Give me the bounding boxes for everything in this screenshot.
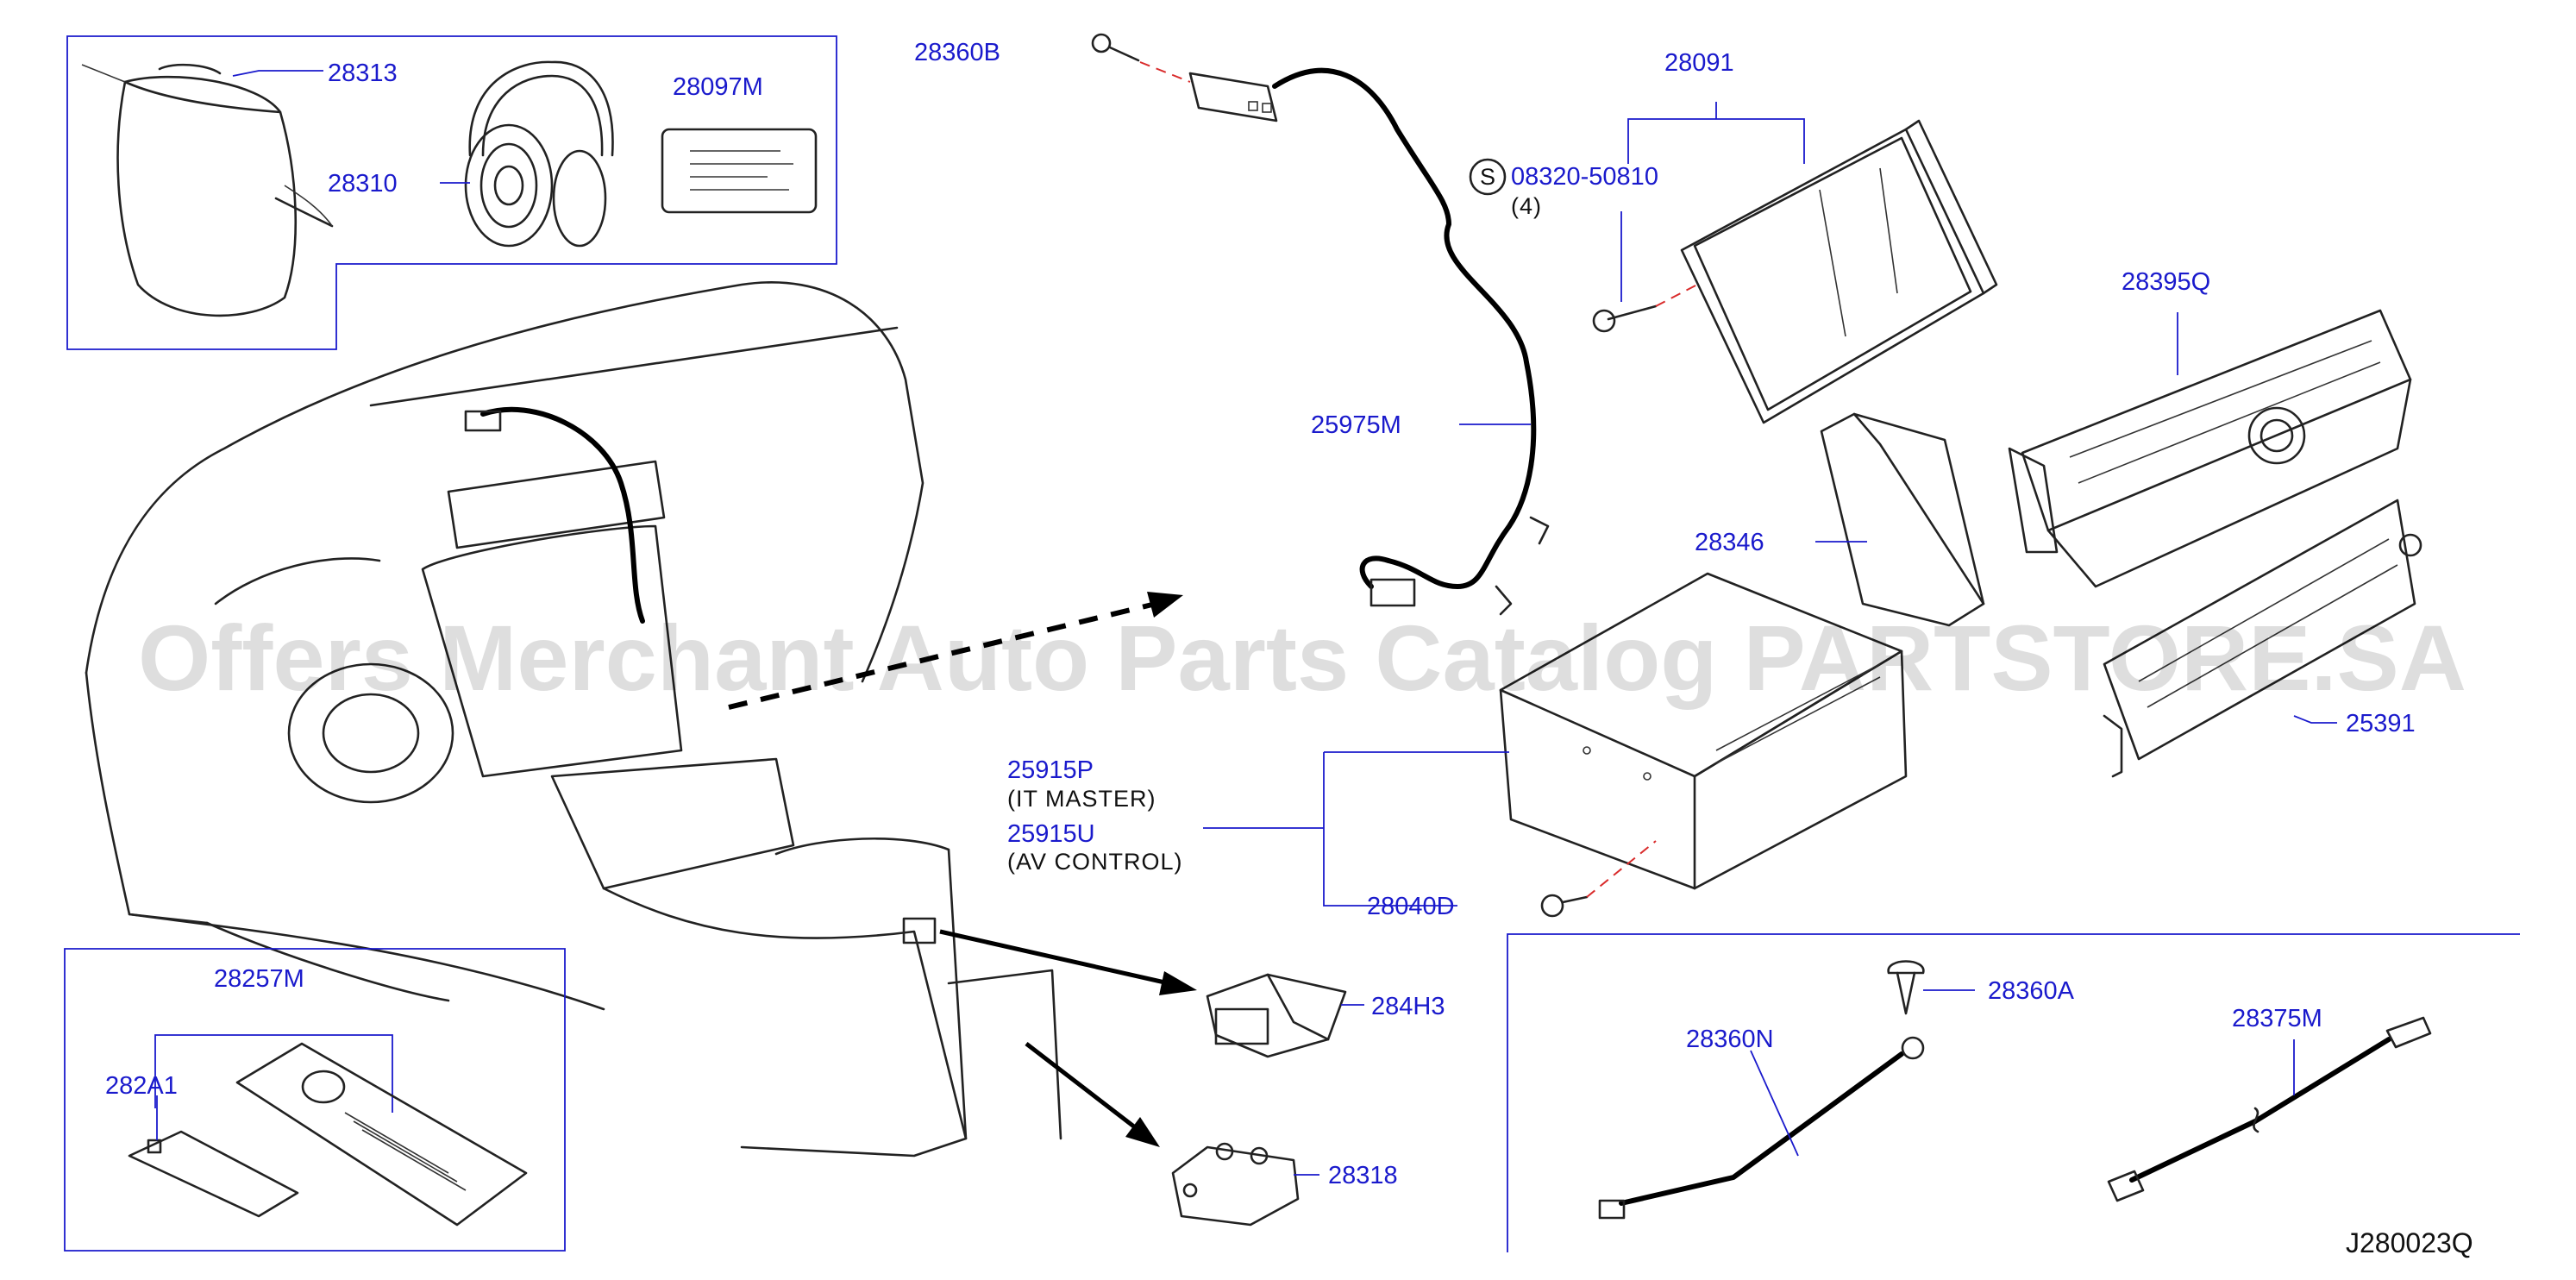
label-28097M: 28097M: [673, 73, 763, 101]
label-28360A: 28360A: [1988, 977, 2075, 1005]
label-28318: 28318: [1328, 1162, 1398, 1189]
cable-28375M-plug-right: [2385, 1016, 2432, 1049]
diagram-code: J280023Q: [2346, 1227, 2473, 1258]
harness-clip-1: [1529, 516, 1550, 545]
guide-28360B: [1139, 61, 1191, 83]
leader-25915: [1203, 751, 1509, 907]
instruction-card: [661, 128, 818, 214]
screw-08320-50810: [1592, 304, 1658, 333]
headphones: [464, 60, 614, 248]
label-28310: 28310: [328, 170, 398, 198]
arrowhead-284H3: [1159, 971, 1197, 995]
label-28360N: 28360N: [1686, 1026, 1774, 1053]
watermark: Offers Merchant Auto Parts Catalog PARTS…: [138, 605, 2466, 710]
leader-28091: [1627, 102, 1805, 164]
arrow-to-av-unit: [728, 601, 1156, 710]
clip-28360A: [1887, 960, 1925, 1015]
harness-connector-top: [1188, 72, 1278, 122]
trim-bezel-25391: [2103, 499, 2422, 778]
headphone-pouch: [81, 63, 334, 317]
label-25915P: 25915P: [1007, 756, 1094, 784]
label-28375M: 28375M: [2232, 1005, 2322, 1032]
dashboard-assembly: [85, 281, 1062, 1158]
label-284H3: 284H3: [1371, 993, 1445, 1020]
label-it-master: (IT MASTER): [1007, 786, 1156, 812]
label-av-control: (AV CONTROL): [1007, 849, 1183, 875]
cable-28360N: [1619, 1051, 1904, 1206]
arrowhead-av-unit: [1147, 592, 1183, 618]
leader-28257M: [154, 1034, 393, 1113]
label-28040D: 28040D: [1367, 893, 1455, 920]
label-282A1: 282A1: [105, 1072, 178, 1100]
harness-clip-2: [1495, 585, 1513, 616]
label-08320-50810: 08320-50810: [1511, 163, 1658, 191]
bracket-28346: [1820, 412, 1985, 627]
remote-control: [235, 1042, 528, 1227]
remote-box: [64, 948, 566, 1252]
dash-connector: [464, 410, 502, 432]
label-28313: 28313: [328, 60, 398, 87]
control-panel-28395Q: [2008, 309, 2412, 588]
guide-28040D: [1586, 840, 1657, 898]
label-28257M: 28257M: [214, 965, 304, 993]
arrowhead-28318: [1125, 1117, 1160, 1147]
cable-box: [1507, 933, 2520, 1252]
leader-28313: [232, 70, 323, 77]
label-25975M: 25975M: [1311, 411, 1401, 439]
screw-28040D: [1540, 894, 1589, 918]
label-25915U: 25915U: [1007, 820, 1095, 848]
label-28395Q: 28395Q: [2122, 268, 2210, 296]
part-labels: 28313 28310 28097M 28360B 28091 S 08320-…: [105, 39, 2473, 1258]
label-28346: 28346: [1695, 529, 1764, 556]
cable-28375M: [2129, 1037, 2391, 1183]
console-switch: [902, 917, 937, 944]
ground-eyelet: [1901, 1036, 1925, 1060]
display-unit: [1680, 119, 1998, 424]
label-25391: 25391: [2346, 710, 2416, 737]
av-control-unit: [1499, 572, 1908, 890]
label-qty: (4): [1511, 193, 1542, 219]
label-28091: 28091: [1664, 49, 1734, 77]
harness-connector-bottom: [1369, 578, 1416, 607]
label-s-mark: S: [1480, 164, 1496, 190]
cable-break-mark: [2253, 1107, 2259, 1133]
screw-28360B: [1091, 33, 1140, 62]
module-28318: [1171, 1142, 1300, 1227]
cable-28375M-plug-left: [2107, 1170, 2145, 1202]
dash-harness: [480, 406, 645, 624]
battery-cover: [128, 1130, 299, 1218]
leader-28360N: [1750, 1050, 1799, 1157]
arrow-to-284H3: [939, 929, 1169, 986]
arrow-to-28318: [1025, 1042, 1140, 1132]
harness-25975M: [1272, 67, 1537, 589]
aux-jack-284H3: [1206, 973, 1347, 1058]
s-mark-circle: [1469, 158, 1507, 196]
guide-display-screw: [1655, 284, 1698, 307]
accessory-box: [66, 35, 837, 350]
label-28360B: 28360B: [914, 39, 1000, 66]
cable-28360N-plug: [1598, 1199, 1626, 1220]
leader-25391: [2293, 715, 2337, 724]
